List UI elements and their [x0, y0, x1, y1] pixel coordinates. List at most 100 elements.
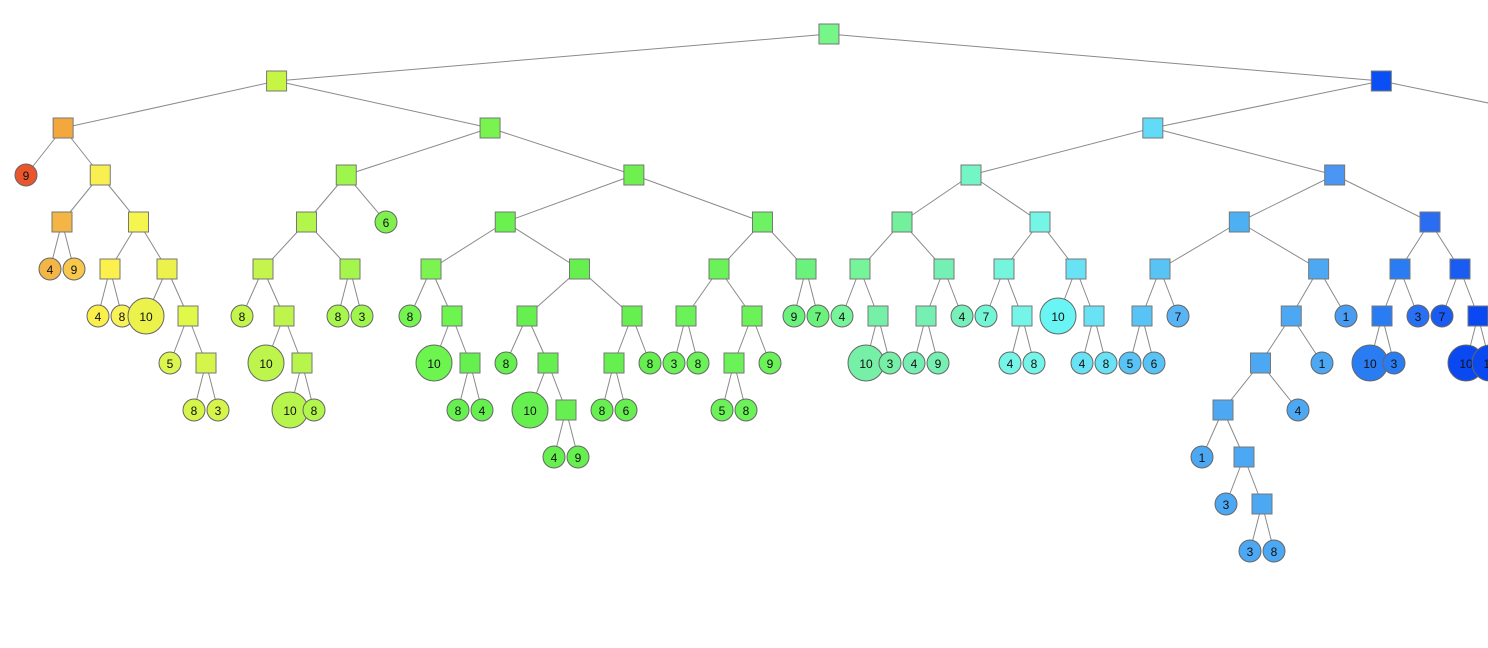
leaf-value-label: 10: [259, 357, 273, 371]
internal-node: [1308, 258, 1330, 280]
internal-node: [723, 352, 745, 374]
tree-edge: [1334, 174, 1431, 223]
leaf-node: 7: [974, 304, 998, 328]
internal-node: [708, 258, 730, 280]
leaf-node: 10: [271, 391, 309, 429]
leaf-node: 4: [830, 304, 854, 328]
leaf-value-label: 8: [647, 357, 654, 371]
leaf-node: 1: [1310, 351, 1334, 375]
leaf-circle: [374, 210, 398, 234]
leaf-value-label: 6: [623, 404, 630, 418]
leaf-circle: [158, 351, 182, 375]
leaf-node: 9: [758, 351, 782, 375]
leaf-circle: [710, 398, 734, 422]
leaf-node: 7: [1166, 304, 1190, 328]
leaf-value-label: 3: [1247, 545, 1254, 559]
leaf-circle: [590, 398, 614, 422]
leaf-value-label: 8: [743, 404, 750, 418]
leaf-value-label: 10: [283, 404, 297, 418]
leaf-node: 3: [350, 304, 374, 328]
leaf-circle: [1471, 344, 1488, 382]
leaf-value-label: 1: [1319, 357, 1326, 371]
leaf-node: 7: [1430, 304, 1454, 328]
internal-node: [291, 352, 313, 374]
leaf-value-label: 7: [983, 310, 990, 324]
leaf-value-label: 9: [935, 357, 942, 371]
leaf-value-label: 8: [1031, 357, 1038, 371]
leaf-node: 8: [734, 398, 758, 422]
leaf-node: 7: [806, 304, 830, 328]
leaf-node: 4: [950, 304, 974, 328]
internal-node: [1250, 352, 1271, 374]
internal-node: [1419, 211, 1441, 233]
leaf-node: 1: [1190, 445, 1214, 469]
leaf-value-label: 8: [1271, 545, 1278, 559]
leaf-circle: [614, 398, 638, 422]
internal-node: [849, 258, 871, 280]
leaf-node: 6: [614, 398, 638, 422]
leaf-value-label: 1: [1343, 310, 1350, 324]
internal-node: [51, 211, 73, 233]
leaf-circle: [830, 304, 854, 328]
leaf-node: 9: [926, 351, 950, 375]
leaf-value-label: 7: [1175, 310, 1182, 324]
leaf-value-label: 4: [959, 310, 966, 324]
leaf-circle: [415, 344, 453, 382]
internal-node: [479, 117, 501, 139]
leaf-value-label: 10: [139, 310, 153, 324]
leaf-circle: [806, 304, 830, 328]
leaf-node: 4: [1070, 351, 1094, 375]
leaf-node: 10: [247, 344, 285, 382]
leaf-circle: [326, 304, 350, 328]
internal-node: [1212, 399, 1234, 421]
tree-edge: [1152, 80, 1382, 129]
leaf-value-label: 8: [695, 357, 702, 371]
leaf-circle: [1334, 304, 1358, 328]
leaf-circle: [230, 304, 254, 328]
leaf-value-label: 4: [479, 404, 486, 418]
leaf-node: 4: [1286, 398, 1310, 422]
leaf-node: 1: [1334, 304, 1358, 328]
leaf-value-label: 4: [911, 357, 918, 371]
internal-node: [623, 164, 645, 186]
leaf-node: 3: [1406, 304, 1430, 328]
leaf-circle: [878, 351, 902, 375]
tree-edges: [25, 33, 1488, 552]
leaf-value-label: 3: [1391, 357, 1398, 371]
leaf-circle: [1214, 492, 1238, 516]
internal-node: [993, 258, 1015, 280]
leaf-value-label: 4: [95, 310, 102, 324]
leaf-value-label: 4: [1295, 404, 1302, 418]
leaf-circle: [686, 351, 710, 375]
internal-node: [569, 258, 590, 280]
leaf-circle: [1382, 351, 1406, 375]
leaf-node: 8: [446, 398, 470, 422]
internal-node: [516, 305, 538, 327]
leaf-circle: [182, 398, 206, 422]
leaf-value-label: 9: [767, 357, 774, 371]
leaf-node: 10: [1471, 344, 1488, 382]
leaf-value-label: 8: [503, 357, 510, 371]
leaf-circle: [1190, 445, 1214, 469]
tree-edge: [489, 127, 635, 176]
internal-node: [195, 352, 217, 374]
leaf-value-label: 8: [311, 404, 318, 418]
leaf-value-label: 3: [887, 357, 894, 371]
leaf-node: 5: [710, 398, 734, 422]
leaf-node: 8: [494, 351, 518, 375]
internal-node: [1029, 211, 1051, 233]
leaf-value-label: 8: [599, 404, 606, 418]
internal-node: [1389, 258, 1411, 280]
leaf-node: 8: [230, 304, 254, 328]
leaf-value-label: 6: [1151, 357, 1158, 371]
leaf-value-label: 6: [383, 216, 390, 230]
internal-node: [675, 305, 697, 327]
leaf-node: 3: [1238, 539, 1262, 563]
leaf-circle: [782, 304, 806, 328]
tree-edge: [1159, 221, 1240, 270]
leaf-value-label: 3: [1415, 310, 1422, 324]
leaf-circle: [38, 257, 62, 281]
internal-node: [537, 352, 559, 374]
leaf-circle: [1166, 304, 1190, 328]
leaf-circle: [1039, 297, 1077, 335]
